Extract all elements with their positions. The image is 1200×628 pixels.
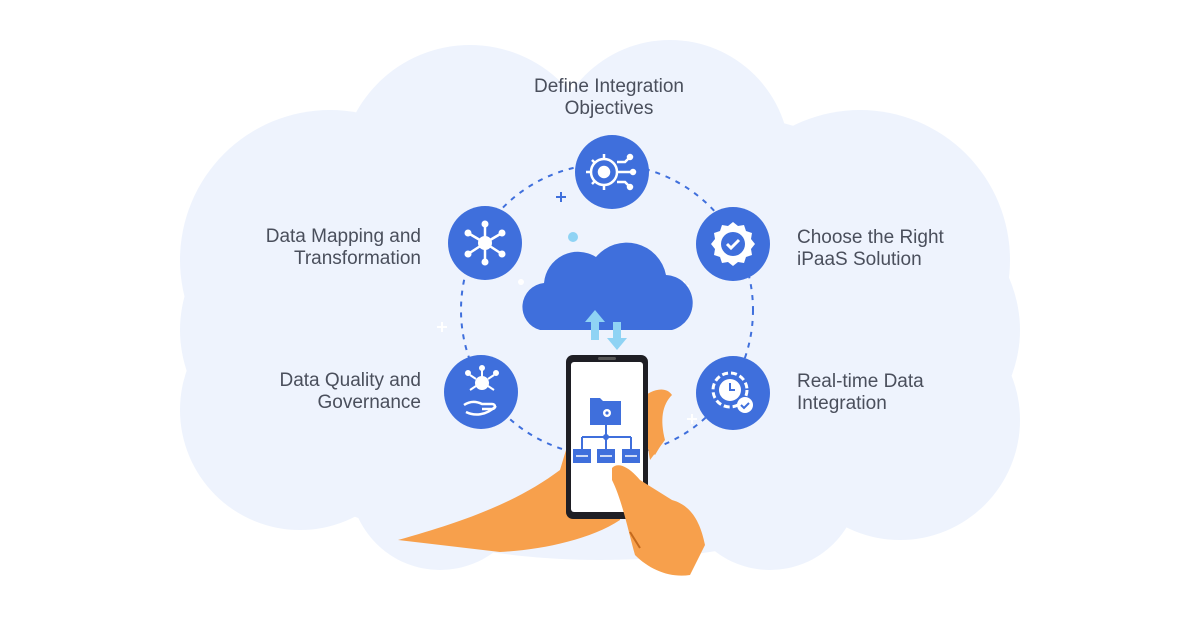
step-label-define: Define Integration Objectives xyxy=(534,76,684,119)
gear-circuit-icon xyxy=(586,153,637,191)
finger-crease xyxy=(629,531,641,549)
step-node-quality xyxy=(444,355,518,429)
step-label-quality: Data Quality and Governance xyxy=(279,370,421,413)
step-label-choose: Choose the Right iPaaS Solution xyxy=(797,227,944,270)
step-node-mapping xyxy=(448,206,522,280)
step-node-realtime xyxy=(696,356,770,430)
badge-check-icon xyxy=(711,222,755,266)
sparkle-decorations xyxy=(437,192,697,424)
clock-gear-icon xyxy=(711,371,753,413)
pointing-finger xyxy=(612,465,705,576)
background-cloud xyxy=(180,40,1020,570)
network-node-icon xyxy=(464,220,506,266)
cloud-sync-icon xyxy=(522,242,693,350)
step-node-define xyxy=(575,135,649,209)
step-node-choose xyxy=(696,207,770,281)
step-label-realtime: Real-time Data Integration xyxy=(797,371,924,414)
step-label-mapping: Data Mapping and Transformation xyxy=(265,226,421,269)
dashed-orbit xyxy=(460,163,754,457)
hand-network-icon xyxy=(463,365,499,416)
